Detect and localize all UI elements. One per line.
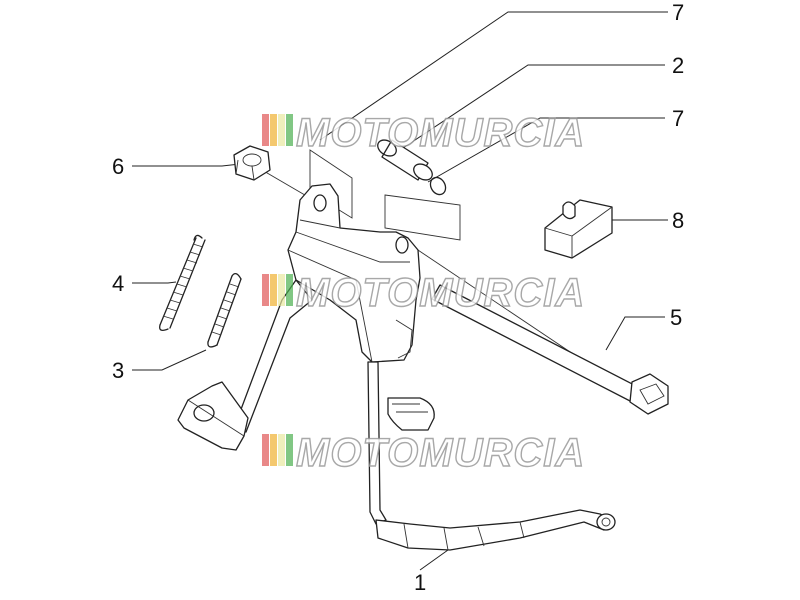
callout-3: 3 (112, 358, 124, 383)
callout-5: 5 (670, 305, 682, 330)
callout-2: 2 (672, 53, 684, 78)
callout-1: 1 (414, 570, 426, 595)
callout-8: 8 (672, 208, 684, 233)
leader-4 (132, 281, 177, 284)
watermark-stripe-orange-icon (270, 274, 277, 306)
watermark-stripe-orange-icon (270, 434, 277, 466)
watermark-stripe-yellow-icon (278, 114, 285, 146)
leader-3 (132, 349, 207, 371)
assembly-frame-right (384, 194, 461, 241)
watermarks: MOTOMURCIA MOTOMURCIA MOTOMURCIA (262, 110, 585, 476)
assembly-frame-left (309, 149, 353, 219)
watermark-top: MOTOMURCIA (262, 110, 585, 156)
leader-7a (319, 11, 668, 141)
leader-7b (427, 117, 665, 183)
watermark-middle: MOTOMURCIA (262, 270, 585, 316)
leader-6 (132, 163, 241, 167)
watermark-text: MOTOMURCIA (296, 271, 585, 315)
watermark-stripe-red-icon (262, 434, 269, 466)
leader-5 (605, 316, 665, 351)
watermark-stripe-green-icon (286, 274, 293, 306)
watermark-bottom: MOTOMURCIA (262, 430, 585, 476)
centre-stand-part-1 (177, 183, 616, 551)
watermark-stripe-red-icon (262, 114, 269, 146)
watermark-stripe-green-icon (286, 114, 293, 146)
spring-part-3 (207, 272, 242, 348)
callout-7-mid: 7 (672, 106, 684, 131)
callout-7-top: 7 (672, 0, 684, 25)
callout-labels: 7 2 7 6 8 4 5 3 1 (112, 0, 684, 595)
callout-6: 6 (112, 154, 124, 179)
watermark-stripe-yellow-icon (278, 274, 285, 306)
leader-8 (602, 219, 668, 223)
watermark-stripe-green-icon (286, 434, 293, 466)
stopper-block-part-8 (544, 199, 613, 259)
watermark-text: MOTOMURCIA (296, 431, 585, 475)
callout-4: 4 (112, 271, 124, 296)
watermark-stripe-red-icon (262, 274, 269, 306)
leader-1 (419, 549, 449, 571)
pivot-bolt-part-5 (431, 284, 669, 415)
watermark-stripe-orange-icon (270, 114, 277, 146)
watermark-text: MOTOMURCIA (296, 111, 585, 155)
hex-nut-part-6 (233, 145, 271, 181)
pivot-pin-part-2 (377, 139, 433, 181)
circlip-part-7 (429, 176, 447, 196)
watermark-stripe-yellow-icon (278, 434, 285, 466)
spring-part-4 (159, 234, 206, 331)
leader-2 (399, 64, 665, 151)
